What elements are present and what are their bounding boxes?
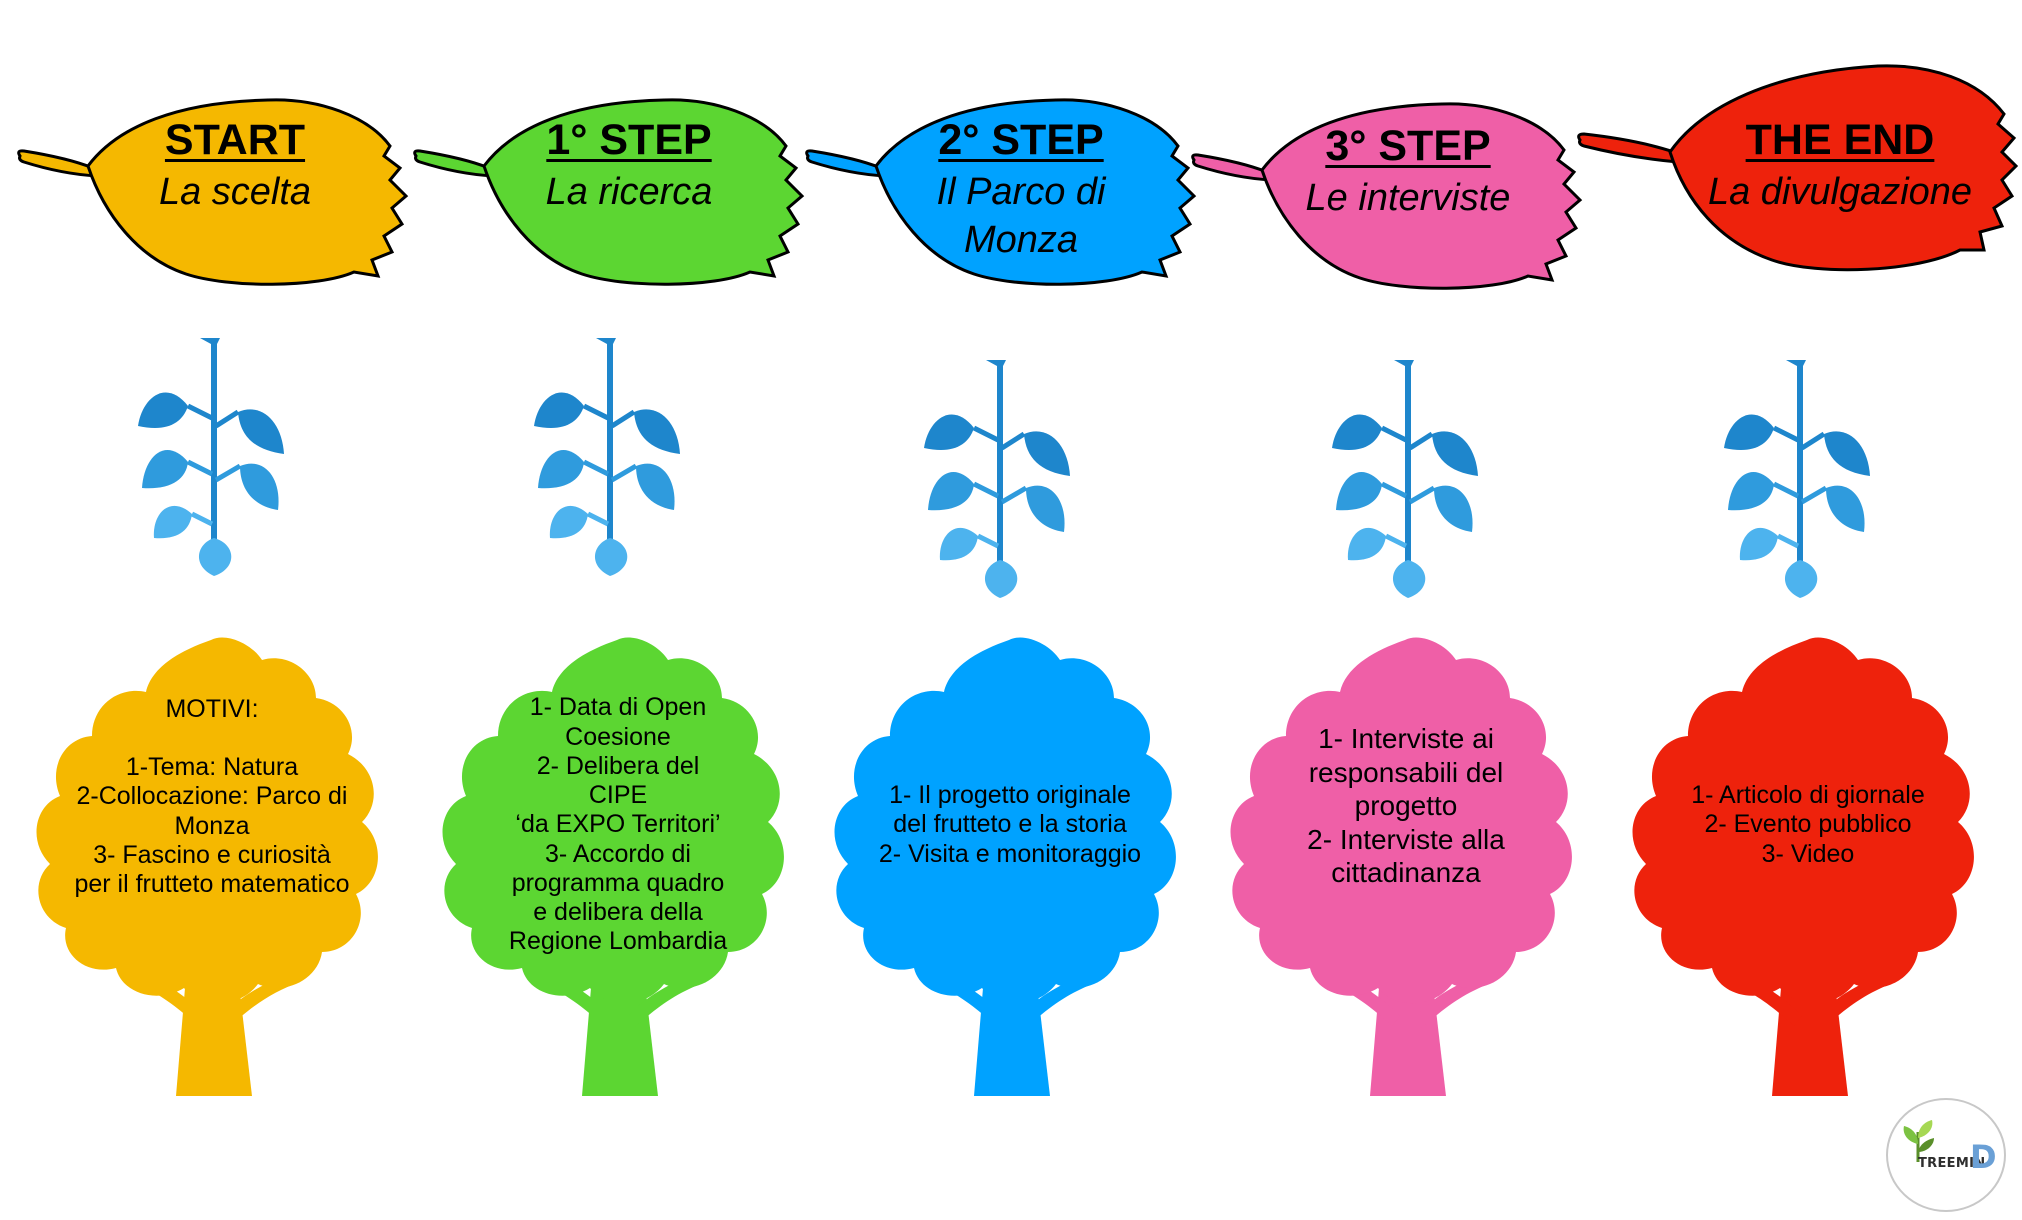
tree-line: 2- Delibera del [536, 751, 700, 780]
tree-line: progetto [1354, 790, 1458, 822]
tree-line: 1- Articolo di giornale [1691, 781, 1925, 810]
tree-line: 2- Evento pubblico [1704, 810, 1912, 839]
tree-line: 2- Interviste alla [1307, 823, 1505, 855]
tree-end [1632, 637, 1974, 1096]
leaf-end [1577, 64, 2019, 272]
twig-icon [1332, 360, 1478, 598]
leaf-step-2 [805, 98, 1197, 286]
step-title: 2° STEP [938, 116, 1104, 164]
step-title: 1° STEP [546, 116, 712, 164]
step-subtitle: La divulgazione [1707, 171, 1973, 214]
tree-step-3 [1230, 637, 1572, 1096]
tree-line: 3- Fascino e curiosità [93, 840, 331, 869]
leaf-text-start: START La scelta [90, 116, 380, 266]
step-subtitle: Il Parco di Monza [936, 171, 1106, 261]
tree-text-start: MOTIVI: 1-Tema: Natura 2-Collocazione: P… [28, 682, 396, 912]
treemind-logo: TREEMIN D [1886, 1098, 2006, 1212]
tree-line: programma quadro [511, 868, 725, 897]
step-title: THE END [1745, 116, 1935, 164]
tree-step-2 [834, 637, 1176, 1096]
twig-icon [1724, 360, 1870, 598]
tree-step-1 [442, 637, 784, 1096]
twig-icon [534, 338, 680, 576]
tree-line: 3- Accordo di [545, 839, 691, 868]
twig-icon [138, 338, 284, 576]
tree-line: 1- Il progetto originale [889, 781, 1131, 810]
tree-line: cittadinanza [1331, 857, 1481, 889]
tree-line: 3- Video [1761, 839, 1855, 868]
logo-letter: D [1970, 1138, 1997, 1176]
step-subtitle: La scelta [158, 171, 312, 214]
tree-text-end: 1- Articolo di giornale 2- Evento pubbli… [1624, 770, 1992, 880]
leaf-text-end: THE END La divulgazione [1680, 116, 2000, 266]
plant-icon [1903, 1120, 1934, 1162]
tree-line: Monza [174, 811, 250, 840]
tree-line: 2-Collocazione: Parco di [76, 782, 348, 811]
tree-line: Coesione [565, 722, 671, 751]
tree-line: 2- Visita e monitoraggio [878, 839, 1142, 868]
tree-line: del frutteto e la storia [893, 810, 1127, 839]
leaf-text-step-1: 1° STEP La ricerca [484, 116, 774, 266]
tree-text-step-1: 1- Data di Open Coesione 2- Delibera del… [434, 690, 802, 960]
leaf-step-1 [413, 98, 805, 286]
tree-line: responsabili del [1308, 756, 1504, 788]
logo-text: TREEMIN [1918, 1156, 1986, 1171]
tree-line: ‘da EXPO Territori’ [515, 810, 721, 839]
tree-start [36, 637, 378, 1096]
tree-line: CIPE [588, 781, 648, 810]
tree-line: e delibera della [533, 898, 703, 927]
tree-line: 1-Tema: Natura [125, 753, 299, 781]
twig-icon [924, 360, 1070, 598]
step-title: START [164, 116, 306, 164]
leaf-start [17, 98, 409, 286]
tree-line: per il frutteto matematico [74, 870, 350, 898]
step-subtitle: La ricerca [545, 171, 713, 214]
tree-line: Regione Lombardia [508, 927, 728, 956]
leaf-step-3 [1191, 102, 1583, 290]
tree-text-step-2: 1- Il progetto originale del frutteto e … [826, 770, 1194, 880]
tree-line: 1- Interviste ai [1318, 723, 1494, 755]
tree-text-step-3: 1- Interviste ai responsabili del proget… [1222, 718, 1590, 894]
tree-line: MOTIVI: [165, 694, 259, 723]
tree-line: 1- Data di Open [529, 693, 707, 722]
leaf-text-step-3: 3° STEP Le interviste [1258, 122, 1558, 272]
leaf-text-step-2: 2° STEP Il Parco di Monza [876, 116, 1166, 276]
step-title: 3° STEP [1325, 122, 1491, 170]
step-subtitle: Le interviste [1305, 177, 1511, 220]
